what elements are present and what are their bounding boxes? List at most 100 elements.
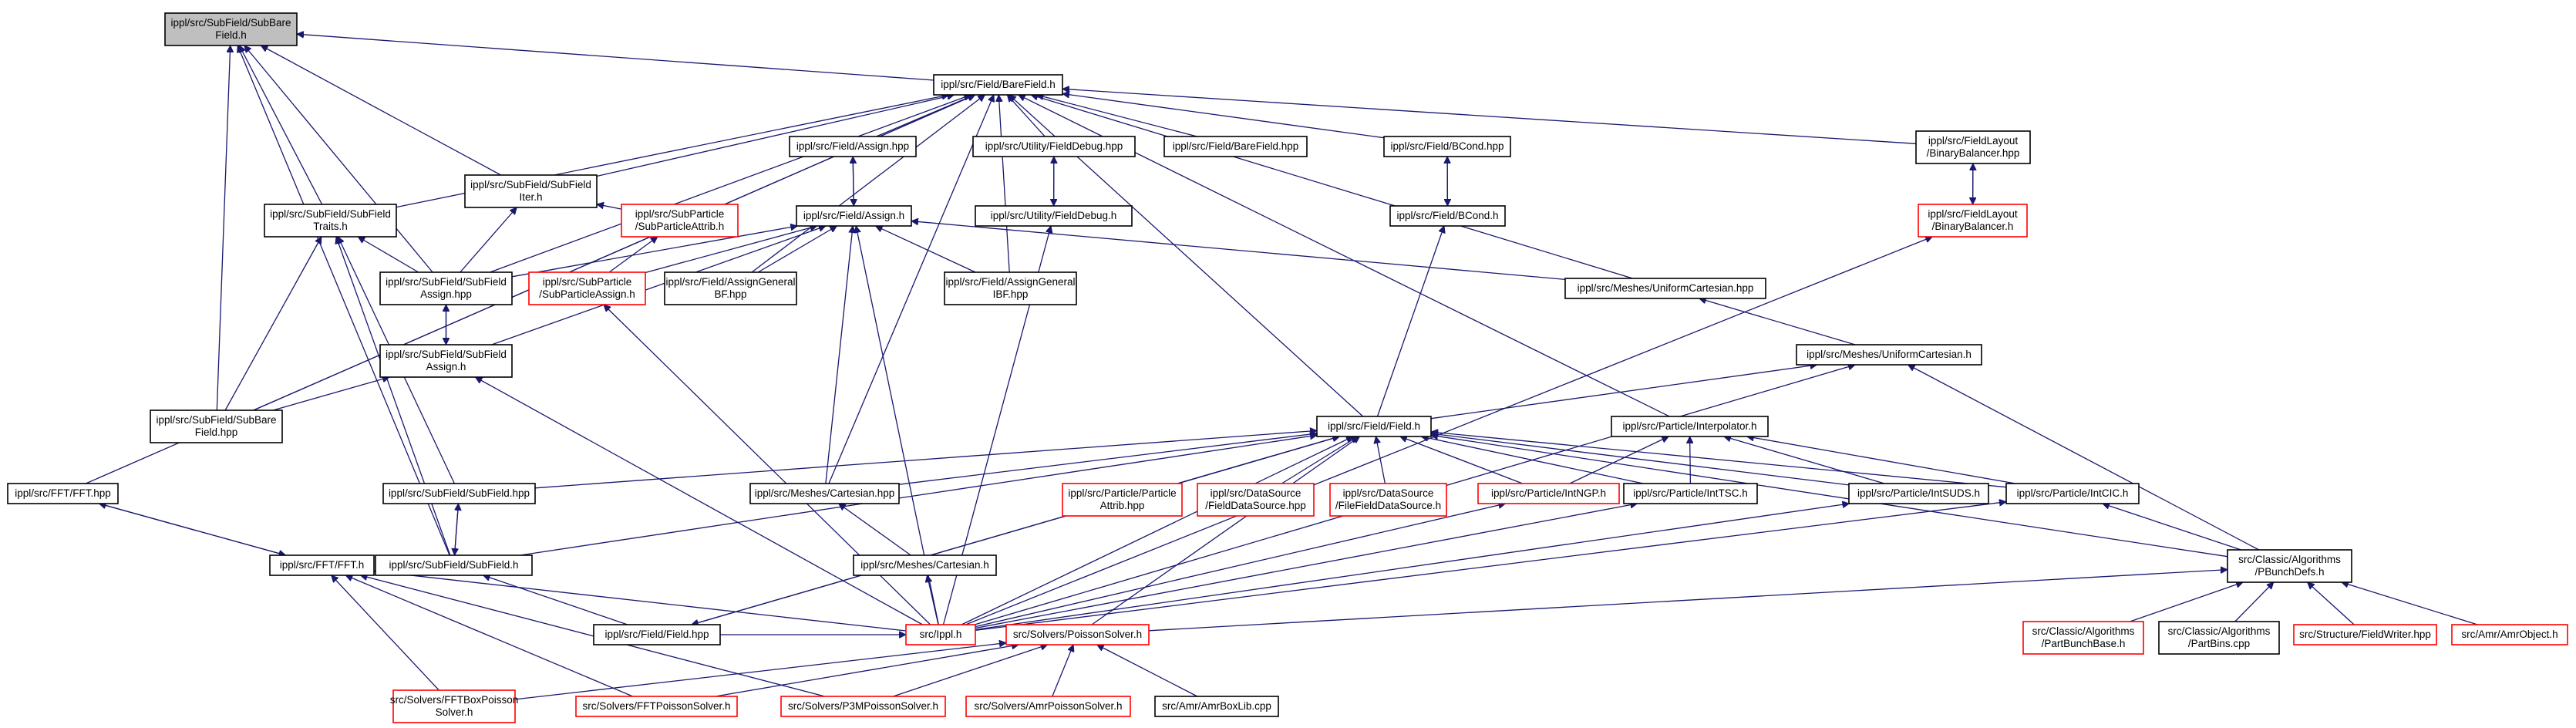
node-binarybalancer_h[interactable]: ippl/src/FieldLayout/BinaryBalancer.h (1918, 204, 2028, 238)
node-box[interactable] (789, 136, 917, 157)
node-box[interactable] (1796, 344, 1982, 366)
node-cartesian_h[interactable]: ippl/src/Meshes/Cartesian.h (853, 554, 997, 576)
node-fielddatasource_hpp[interactable]: ippl/src/DataSource/FieldDataSource.hpp (1197, 483, 1315, 517)
node-box[interactable] (2022, 621, 2144, 655)
node-assign_h[interactable]: ippl/src/Field/Assign.h (796, 205, 912, 227)
node-partbins_cpp[interactable]: src/Classic/Algorithms/PartBins.cpp (2158, 621, 2280, 655)
node-ippl_h[interactable]: src/Ippl.h (905, 624, 976, 645)
node-box[interactable] (1316, 416, 1432, 437)
node-amrboxlib_cpp[interactable]: src/Amr/AmrBoxLib.cpp (1154, 696, 1279, 717)
node-box[interactable] (1915, 130, 2031, 164)
node-box[interactable] (2158, 621, 2280, 655)
node-box[interactable] (749, 483, 900, 504)
node-intngp_h[interactable]: ippl/src/Particle/IntNGP.h (1477, 483, 1620, 504)
node-partbunchbase_h[interactable]: src/Classic/Algorithms/PartBunchBase.h (2022, 621, 2144, 655)
node-box[interactable] (1848, 483, 1989, 504)
node-amrobject_h[interactable]: src/Amr/AmrObject.h (2451, 624, 2568, 645)
node-barefield_hpp[interactable]: ippl/src/Field/BareField.hpp (1163, 136, 1308, 157)
node-box[interactable] (392, 689, 516, 723)
node-fft_h[interactable]: ippl/src/FFT/FFT.h (269, 554, 375, 576)
node-box[interactable] (1005, 624, 1150, 645)
node-box[interactable] (1611, 416, 1769, 437)
node-intcic_h[interactable]: ippl/src/Particle/IntCIC.h (2005, 483, 2140, 504)
node-box[interactable] (2451, 624, 2568, 645)
node-box[interactable] (269, 554, 375, 576)
node-box[interactable] (593, 624, 721, 645)
node-particleattrib_hpp[interactable]: ippl/src/Particle/ParticleAttrib.hpp (1062, 483, 1183, 517)
node-box[interactable] (464, 174, 598, 208)
node-box[interactable] (264, 204, 397, 238)
node-box[interactable] (1564, 278, 1766, 299)
node-box[interactable] (7, 483, 119, 504)
node-fielddebug_h[interactable]: ippl/src/Utility/FieldDebug.h (975, 205, 1133, 227)
node-box[interactable] (1623, 483, 1758, 504)
node-intsuds_h[interactable]: ippl/src/Particle/IntSUDS.h (1848, 483, 1989, 504)
node-subparticleattrib_h[interactable]: ippl/src/SubParticle/SubParticleAttrib.h (621, 204, 739, 238)
node-box[interactable] (2293, 624, 2437, 645)
node-box[interactable] (972, 136, 1136, 157)
node-field_h[interactable]: ippl/src/Field/Field.h (1316, 416, 1432, 437)
node-box[interactable] (796, 205, 912, 227)
node-box[interactable] (664, 271, 797, 305)
node-bcond_h[interactable]: ippl/src/Field/BCond.h (1389, 205, 1506, 227)
node-box[interactable] (1918, 204, 2028, 238)
node-filefielddatasource_h[interactable]: ippl/src/DataSource/FileFieldDataSource.… (1329, 483, 1447, 517)
node-box[interactable] (2227, 549, 2352, 583)
node-box[interactable] (621, 204, 739, 238)
node-box[interactable] (528, 271, 646, 305)
node-subparticleassign_h[interactable]: ippl/src/SubParticle/SubParticleAssign.h (528, 271, 646, 305)
node-subfield_hpp[interactable]: ippl/src/SubField/SubField.hpp (382, 483, 536, 504)
node-box[interactable] (1154, 696, 1279, 717)
node-box[interactable] (379, 344, 513, 378)
node-box[interactable] (379, 271, 513, 305)
node-fielddebug_hpp[interactable]: ippl/src/Utility/FieldDebug.hpp (972, 136, 1136, 157)
node-box[interactable] (1383, 136, 1511, 157)
node-inttsc_h[interactable]: ippl/src/Particle/IntTSC.h (1623, 483, 1758, 504)
node-binarybalancer_hpp[interactable]: ippl/src/FieldLayout/BinaryBalancer.hpp (1915, 130, 2031, 164)
node-assign_hpp[interactable]: ippl/src/Field/Assign.hpp (789, 136, 917, 157)
node-subfield_h[interactable]: ippl/src/SubField/SubField.h (375, 554, 533, 576)
node-cartesian_hpp[interactable]: ippl/src/Meshes/Cartesian.hpp (749, 483, 900, 504)
node-fftpoisson_h[interactable]: src/Solvers/FFTPoissonSolver.h (575, 696, 738, 717)
node-fieldwriter_hpp[interactable]: src/Structure/FieldWriter.hpp (2293, 624, 2437, 645)
node-box[interactable] (944, 271, 1077, 305)
node-box[interactable] (1329, 483, 1447, 517)
node-box[interactable] (780, 696, 946, 717)
node-box[interactable] (853, 554, 997, 576)
node-box[interactable] (1389, 205, 1506, 227)
node-box[interactable] (933, 74, 1063, 96)
node-box[interactable] (1163, 136, 1308, 157)
node-box[interactable] (975, 205, 1133, 227)
node-box[interactable] (1477, 483, 1620, 504)
node-box[interactable] (575, 696, 738, 717)
node-box[interactable] (382, 483, 536, 504)
node-uniformcartesian_hpp[interactable]: ippl/src/Meshes/UniformCartesian.hpp (1564, 278, 1766, 299)
node-box[interactable] (1197, 483, 1315, 517)
node-box[interactable] (2005, 483, 2140, 504)
node-box[interactable] (905, 624, 976, 645)
node-box[interactable] (1062, 483, 1183, 517)
node-box[interactable] (375, 554, 533, 576)
node-pbunchdefs_h[interactable]: src/Classic/Algorithms/PBunchDefs.h (2227, 549, 2352, 583)
node-box[interactable] (965, 696, 1131, 717)
node-box[interactable] (150, 410, 283, 443)
node-interpolator_h[interactable]: ippl/src/Particle/Interpolator.h (1611, 416, 1769, 437)
node-poissonsolver_h[interactable]: src/Solvers/PoissonSolver.h (1005, 624, 1150, 645)
node-box[interactable] (164, 12, 298, 46)
node-p3mpoisson_h[interactable]: src/Solvers/P3MPoissonSolver.h (780, 696, 946, 717)
node-barefield_h[interactable]: ippl/src/Field/BareField.h (933, 74, 1063, 96)
node-fft_hpp[interactable]: ippl/src/FFT/FFT.hpp (7, 483, 119, 504)
node-bcond_hpp[interactable]: ippl/src/Field/BCond.hpp (1383, 136, 1511, 157)
node-uniformcartesian_h[interactable]: ippl/src/Meshes/UniformCartesian.h (1796, 344, 1982, 366)
node-field_hpp[interactable]: ippl/src/Field/Field.hpp (593, 624, 721, 645)
node-amrpoisson_h[interactable]: src/Solvers/AmrPoissonSolver.h (965, 696, 1131, 717)
